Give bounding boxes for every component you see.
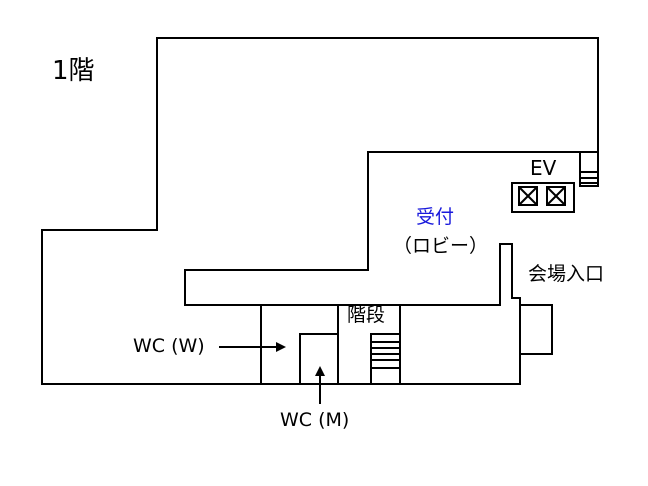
stairs-label: 階段 xyxy=(347,304,386,326)
side-stairs-box xyxy=(579,151,599,187)
right-annex xyxy=(519,304,553,355)
arrow-head-wc-women xyxy=(276,342,286,352)
arrow-head-wc-men xyxy=(315,366,325,376)
wc-men-room xyxy=(299,333,338,384)
elevator-label: EV xyxy=(530,156,557,180)
lobby-label: （ロビー） xyxy=(393,235,489,257)
building-outline xyxy=(41,37,599,385)
reception-label: 受付 xyxy=(416,206,455,228)
ev-car-right xyxy=(546,186,566,206)
venue-entrance-label: 会場入口 xyxy=(528,263,605,285)
ev-shaft-frame xyxy=(511,182,575,213)
main-stairs-box xyxy=(370,333,401,369)
ev-car-left xyxy=(518,186,538,206)
wc-men-label: WC (M) xyxy=(280,409,350,431)
wc-women-label: WC (W) xyxy=(133,335,205,357)
floor-label: 1階 xyxy=(52,56,95,86)
